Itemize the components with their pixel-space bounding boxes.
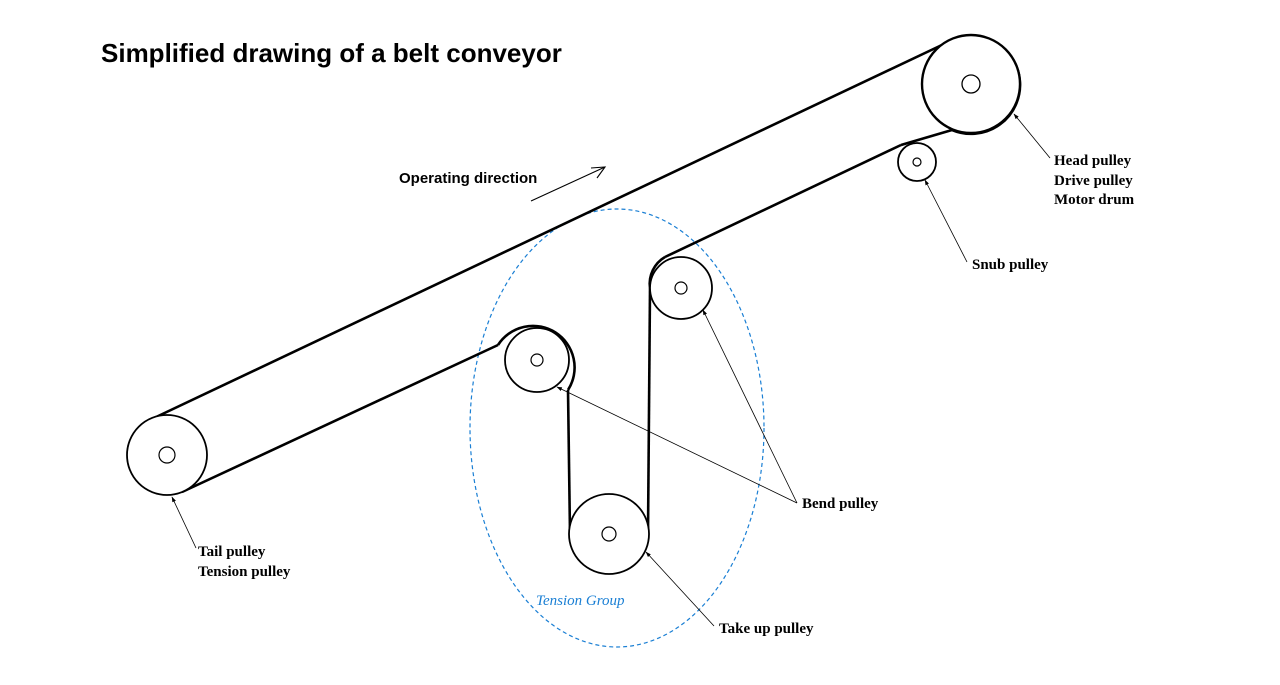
take-up-pulley-label-text: Take up pulley <box>719 621 814 637</box>
conveyor-belt <box>153 34 1022 575</box>
bend-pulley-label-text: Bend pulley <box>802 496 879 512</box>
tail-pulley-leader <box>171 496 197 549</box>
bend-pulley-lower <box>504 327 570 393</box>
operating-direction-label: Operating direction <box>399 170 538 187</box>
tail-pulley-label-line: Tail pulley <box>198 544 266 560</box>
head-pulley-label-line: Drive pulley <box>1054 172 1133 189</box>
operating-direction-arrow <box>530 166 607 202</box>
tail-pulley-label-line: Tension pulley <box>198 563 291 580</box>
snub-pulley-label-text: Snub pulley <box>972 257 1049 273</box>
snub-pulley <box>897 142 937 182</box>
tail-pulley-label: Tail pulley Tension pulley <box>198 543 290 582</box>
snub-pulley-leader <box>924 179 968 263</box>
bend-pulley-upper <box>649 256 713 320</box>
tension-group-ellipse <box>469 208 765 648</box>
snub-pulley-label: Snub pulley <box>972 256 1048 276</box>
tension-group-label: Tension Group <box>536 593 625 609</box>
take-up-pulley <box>568 493 650 575</box>
head-pulley-label-line: Motor drum <box>1054 192 1135 208</box>
bend-pulley-leader-lower <box>556 386 798 504</box>
tail-pulley <box>126 414 208 496</box>
take-up-pulley-label: Take up pulley <box>719 620 814 640</box>
take-up-pulley-leader <box>645 551 715 627</box>
head-pulley-label-line: Head pulley <box>1054 153 1132 169</box>
head-pulley-leader <box>1013 113 1051 159</box>
head-pulley-label: Head pulley Drive pulley Motor drum <box>1054 152 1134 211</box>
diagram-title: Simplified drawing of a belt conveyor <box>101 38 562 68</box>
head-pulley <box>920 33 1022 135</box>
bend-pulley-label: Bend pulley <box>802 495 878 515</box>
bend-pulley-leader-upper <box>702 309 798 504</box>
